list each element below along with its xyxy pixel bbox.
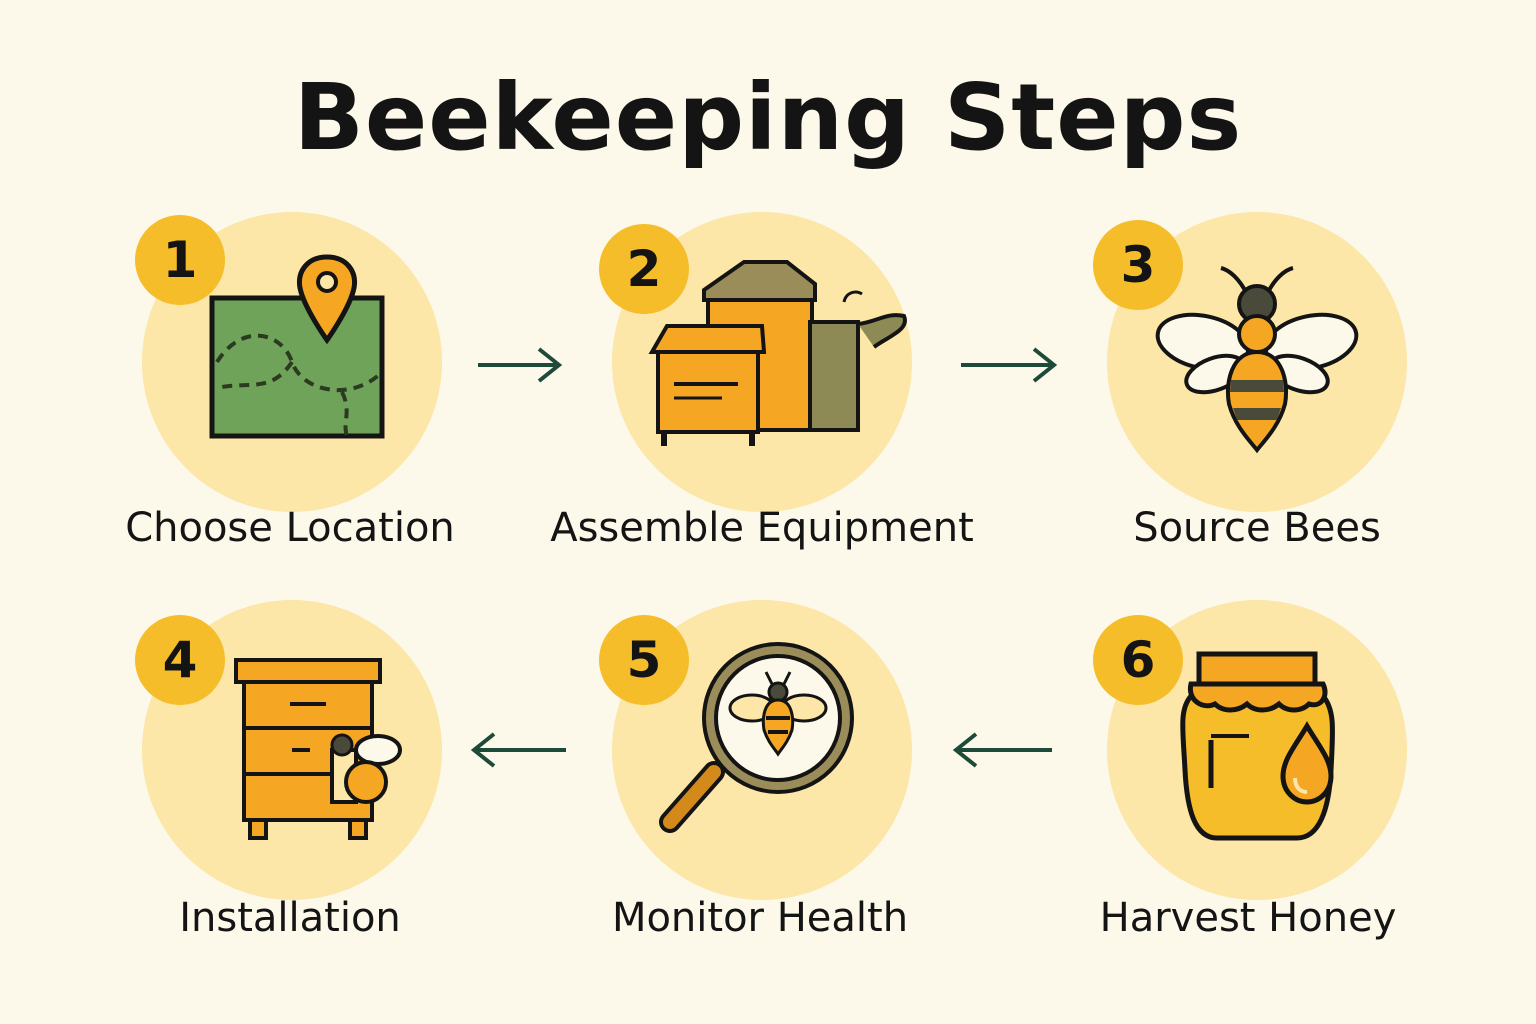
step-choose-location: 1 [135, 212, 442, 512]
arrow-left-icon [470, 732, 566, 768]
step-assemble-equipment: 2 [599, 212, 912, 512]
step-label: Installation [179, 895, 401, 941]
step-monitor-health: 5 [599, 600, 912, 900]
step-label: Monitor Health [611, 895, 909, 941]
step-label: Harvest Honey [1099, 895, 1397, 941]
step-harvest-honey: 6 [1093, 600, 1407, 900]
arrow-right-icon [961, 347, 1058, 383]
step-number-badge: 4 [135, 615, 225, 705]
arrow-right-icon [478, 347, 563, 383]
bee-icon [1155, 266, 1359, 454]
step-label: Source Bees [1133, 505, 1381, 551]
honey-jar-icon [1180, 651, 1335, 841]
step-number-badge: 5 [599, 615, 689, 705]
step-number-badge: 2 [599, 224, 689, 314]
step-installation: 4 [135, 600, 442, 900]
hive-install-icon [234, 658, 402, 840]
hive-equipment-icon [648, 260, 907, 446]
page-title: Beekeeping Steps [293, 64, 1243, 171]
magnifier-bee-icon [659, 642, 854, 833]
map-pin-icon [209, 254, 385, 439]
step-number-badge: 6 [1093, 615, 1183, 705]
step-label: Assemble Equipment [550, 505, 974, 551]
step-number-badge: 3 [1093, 220, 1183, 310]
step-number-badge: 1 [135, 215, 225, 305]
step-label: Choose Location [125, 505, 455, 551]
step-source-bees: 3 [1093, 212, 1407, 512]
arrow-left-icon [952, 732, 1052, 768]
